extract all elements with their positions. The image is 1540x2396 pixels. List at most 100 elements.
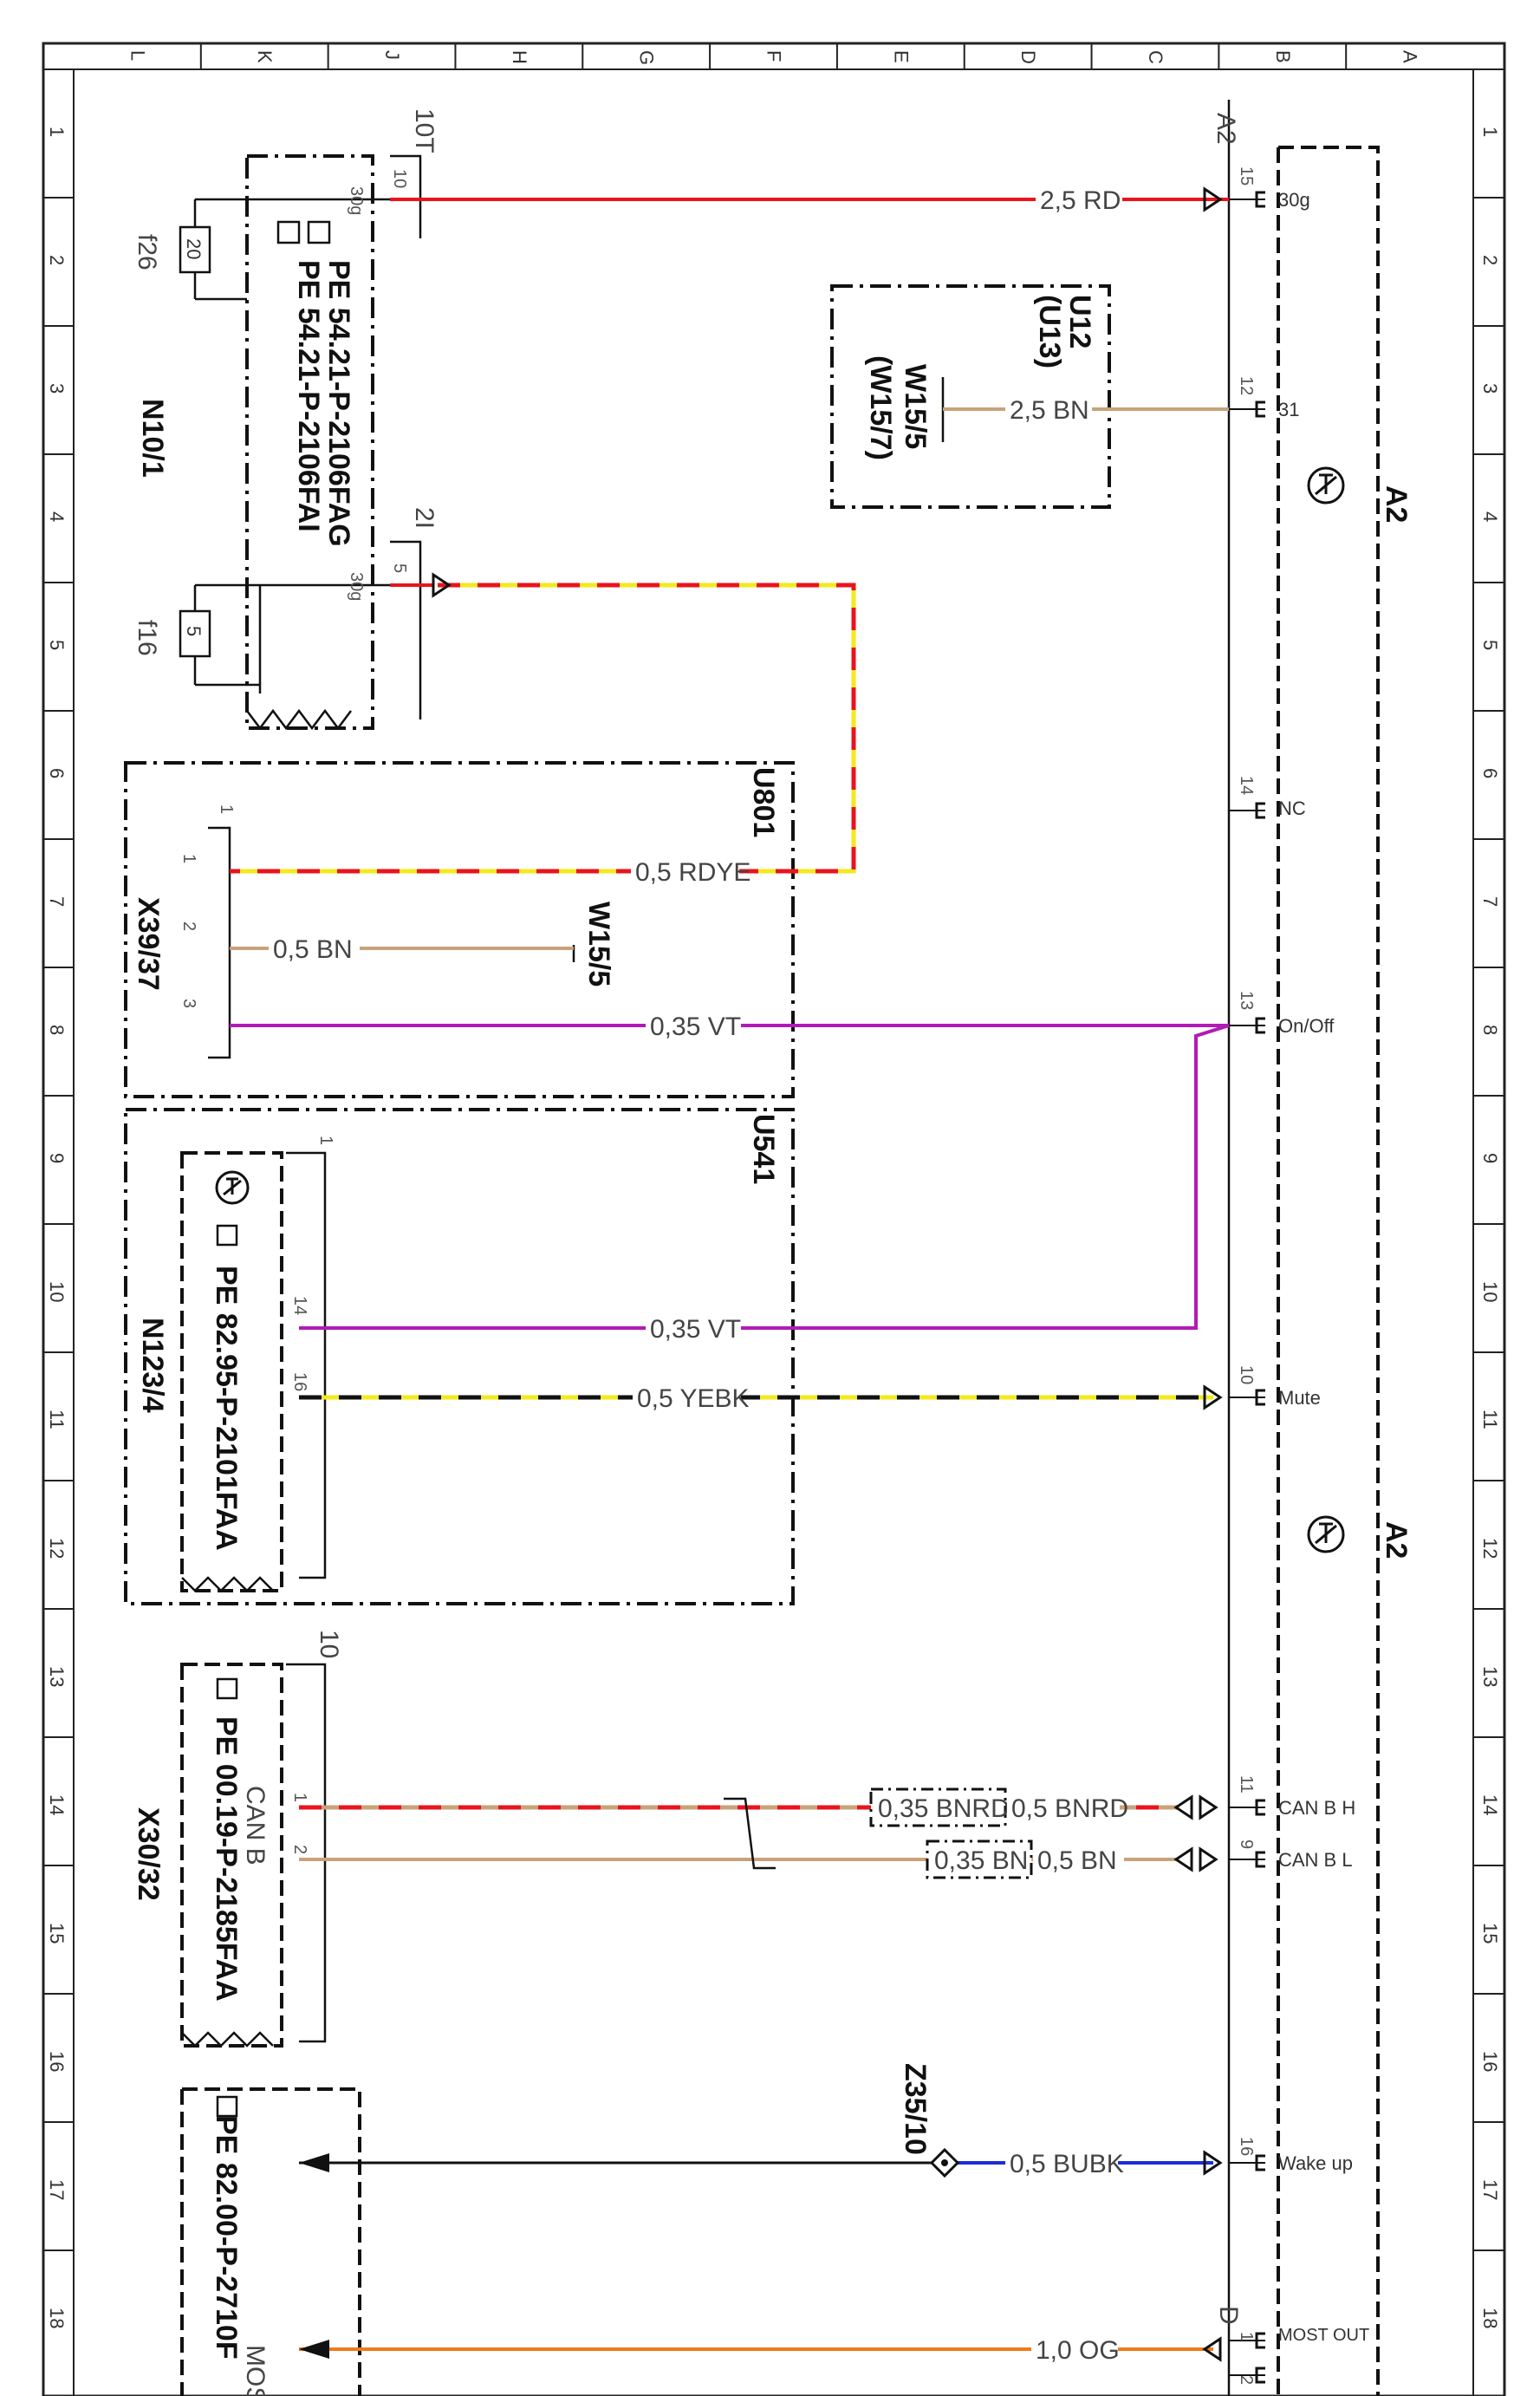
- drawing-frame: [42, 42, 1506, 2396]
- row-number: 15: [46, 1923, 68, 1943]
- row-number: 4: [46, 511, 68, 522]
- u801-label: U801: [747, 767, 780, 837]
- n10-pin-30g-b: 30g: [347, 572, 366, 601]
- row-number: 17: [46, 2179, 68, 2200]
- arrow-mute: [1203, 1384, 1223, 1410]
- wire-rdye-red: [230, 583, 856, 874]
- a2-pin-15: 15: [1237, 166, 1256, 186]
- u801-box: U801 X39/37 1 1 2 3 W15/5: [124, 761, 795, 1098]
- arrow-wakeup-out: [299, 2153, 329, 2172]
- a2-pin-canbl: CAN B L: [1278, 1849, 1353, 1871]
- x30-pin-2: 2: [290, 1845, 309, 1854]
- wire-label-vt-n123: 0,35 VT: [650, 1315, 741, 1344]
- column-letter: E: [890, 50, 912, 63]
- most-module: PE 82.00-P-2710F MOS D: [180, 2087, 1243, 2396]
- n123-pin-top: 1: [316, 1136, 335, 1145]
- wire-label-bn-canl: 0,5 BN: [1037, 1846, 1117, 1875]
- column-letter: K: [254, 50, 276, 63]
- a2-unit: A2 A2 A2: [1212, 100, 1413, 2396]
- row-number: 7: [1479, 896, 1501, 907]
- n10-pin-5: 5: [390, 563, 409, 573]
- wire-label-rdye: 0,5 RDYE: [635, 858, 751, 887]
- column-letter: D: [1017, 50, 1039, 64]
- a2-pin-16: 16: [1237, 2137, 1256, 2156]
- wire-label-31: 2,5 BN: [1010, 396, 1089, 425]
- a2-pin-wakeup: Wake up: [1278, 2152, 1353, 2174]
- row-number: 5: [46, 640, 68, 650]
- book-icon-4: [216, 1677, 238, 1700]
- column-letter: A: [1400, 50, 1421, 63]
- n10-pin-30g-a: 30g: [347, 186, 366, 215]
- row-number: 15: [1479, 1923, 1501, 1943]
- u13-label: (U13): [1033, 295, 1066, 368]
- a2-pin-30g: 30g: [1278, 189, 1310, 211]
- a2-pin-11: 11: [1237, 1775, 1256, 1794]
- connector-d-label: D: [1214, 2306, 1243, 2325]
- a2-pin-nc: NC: [1278, 798, 1306, 819]
- row-number: 6: [46, 768, 68, 778]
- wire-label-bn-alt: 0,35 BN: [934, 1846, 1028, 1875]
- connector-2i-label: 2I: [410, 507, 439, 529]
- column-letter: H: [509, 50, 530, 64]
- row-number: 11: [46, 1410, 68, 1429]
- row-number: 18: [46, 2308, 68, 2328]
- x39-pin-3: 3: [179, 999, 198, 1008]
- row-number: 8: [46, 1025, 68, 1035]
- n123-4-label: N123/4: [136, 1318, 169, 1413]
- x30-32-label: X30/32: [132, 1807, 165, 1901]
- a2-top-label: A2: [1212, 113, 1240, 145]
- row-number: 2: [1479, 255, 1501, 265]
- wire-label-vt-onoff: 0,35 VT: [650, 1012, 741, 1041]
- w15-5-top-label: W15/5: [899, 364, 932, 449]
- a2-pin-10: 10: [1237, 1365, 1256, 1384]
- most-box-label: MOS: [241, 2345, 270, 2396]
- arrow-canl-right: [1199, 1846, 1218, 1872]
- book-icon-3: [216, 1224, 238, 1247]
- a2-side-label-upper: A2: [1380, 485, 1413, 523]
- x30-32-reference: PE 00.19-P-2185FAA: [210, 1716, 243, 2002]
- row-number: 9: [46, 1153, 68, 1163]
- row-number: 10: [46, 1281, 68, 1302]
- n10-1-label: N10/1: [136, 399, 169, 478]
- row-number: 1: [1479, 127, 1501, 137]
- column-letter: G: [636, 50, 658, 65]
- a2-pin-marks: [1229, 191, 1265, 2384]
- splice-z35-10-label: Z35/10: [899, 2063, 932, 2155]
- can-b-label: CAN B: [241, 1786, 270, 1865]
- row-number: 1: [46, 127, 68, 137]
- wire-vt-n123: [299, 1024, 1230, 1330]
- column-letter: B: [1272, 50, 1294, 63]
- row-number: 14: [46, 1794, 68, 1815]
- x30-32-module: 10 X30/32 PE 00.19-P-2185FAA CAN B 1 2: [132, 1630, 343, 2048]
- connector-10-label: 10: [315, 1630, 343, 1658]
- wires: Z35/10: [230, 186, 1230, 2362]
- row-number: 10: [1479, 1281, 1501, 1302]
- column-letter: L: [127, 50, 148, 61]
- n10-1-module: 20 f26 5 f16 N10/1 PE 54.21-P-2106FAG PE…: [133, 108, 439, 731]
- wire-label-bubk: 0,5 BUBK: [1010, 2150, 1124, 2178]
- u541-box: U541 N123/4 PE 82.95-P-2101FAA 1 14 16: [124, 1108, 795, 1605]
- u12-label: U12: [1063, 295, 1096, 348]
- row-number: 7: [46, 896, 68, 907]
- arrow-canl-left: [1173, 1846, 1193, 1872]
- arrow-30g: [1203, 186, 1223, 212]
- wire-label-og: 1,0 OG: [1036, 2336, 1120, 2365]
- x39-37-label: X39/37: [132, 897, 165, 991]
- book-icon-5: [216, 2095, 238, 2118]
- column-letter: J: [381, 50, 403, 60]
- speaker-icon-upper: [1307, 466, 1345, 505]
- wire-label-yebk: 0,5 YEBK: [637, 1384, 750, 1413]
- x39-pin-2: 2: [179, 921, 198, 931]
- n10-1-reference-1: PE 54.21-P-2106FAG: [322, 260, 355, 547]
- fuse-f26: [179, 225, 211, 274]
- arrow-most-in: [1202, 2336, 1222, 2362]
- row-number: 3: [1479, 383, 1501, 394]
- a2-pin-9: 9: [1237, 1839, 1256, 1849]
- arrow-canh-left: [1173, 1794, 1193, 1820]
- row-number: 13: [46, 1666, 68, 1687]
- a2-pin-13: 13: [1237, 991, 1256, 1010]
- row-number: 9: [1479, 1153, 1501, 1163]
